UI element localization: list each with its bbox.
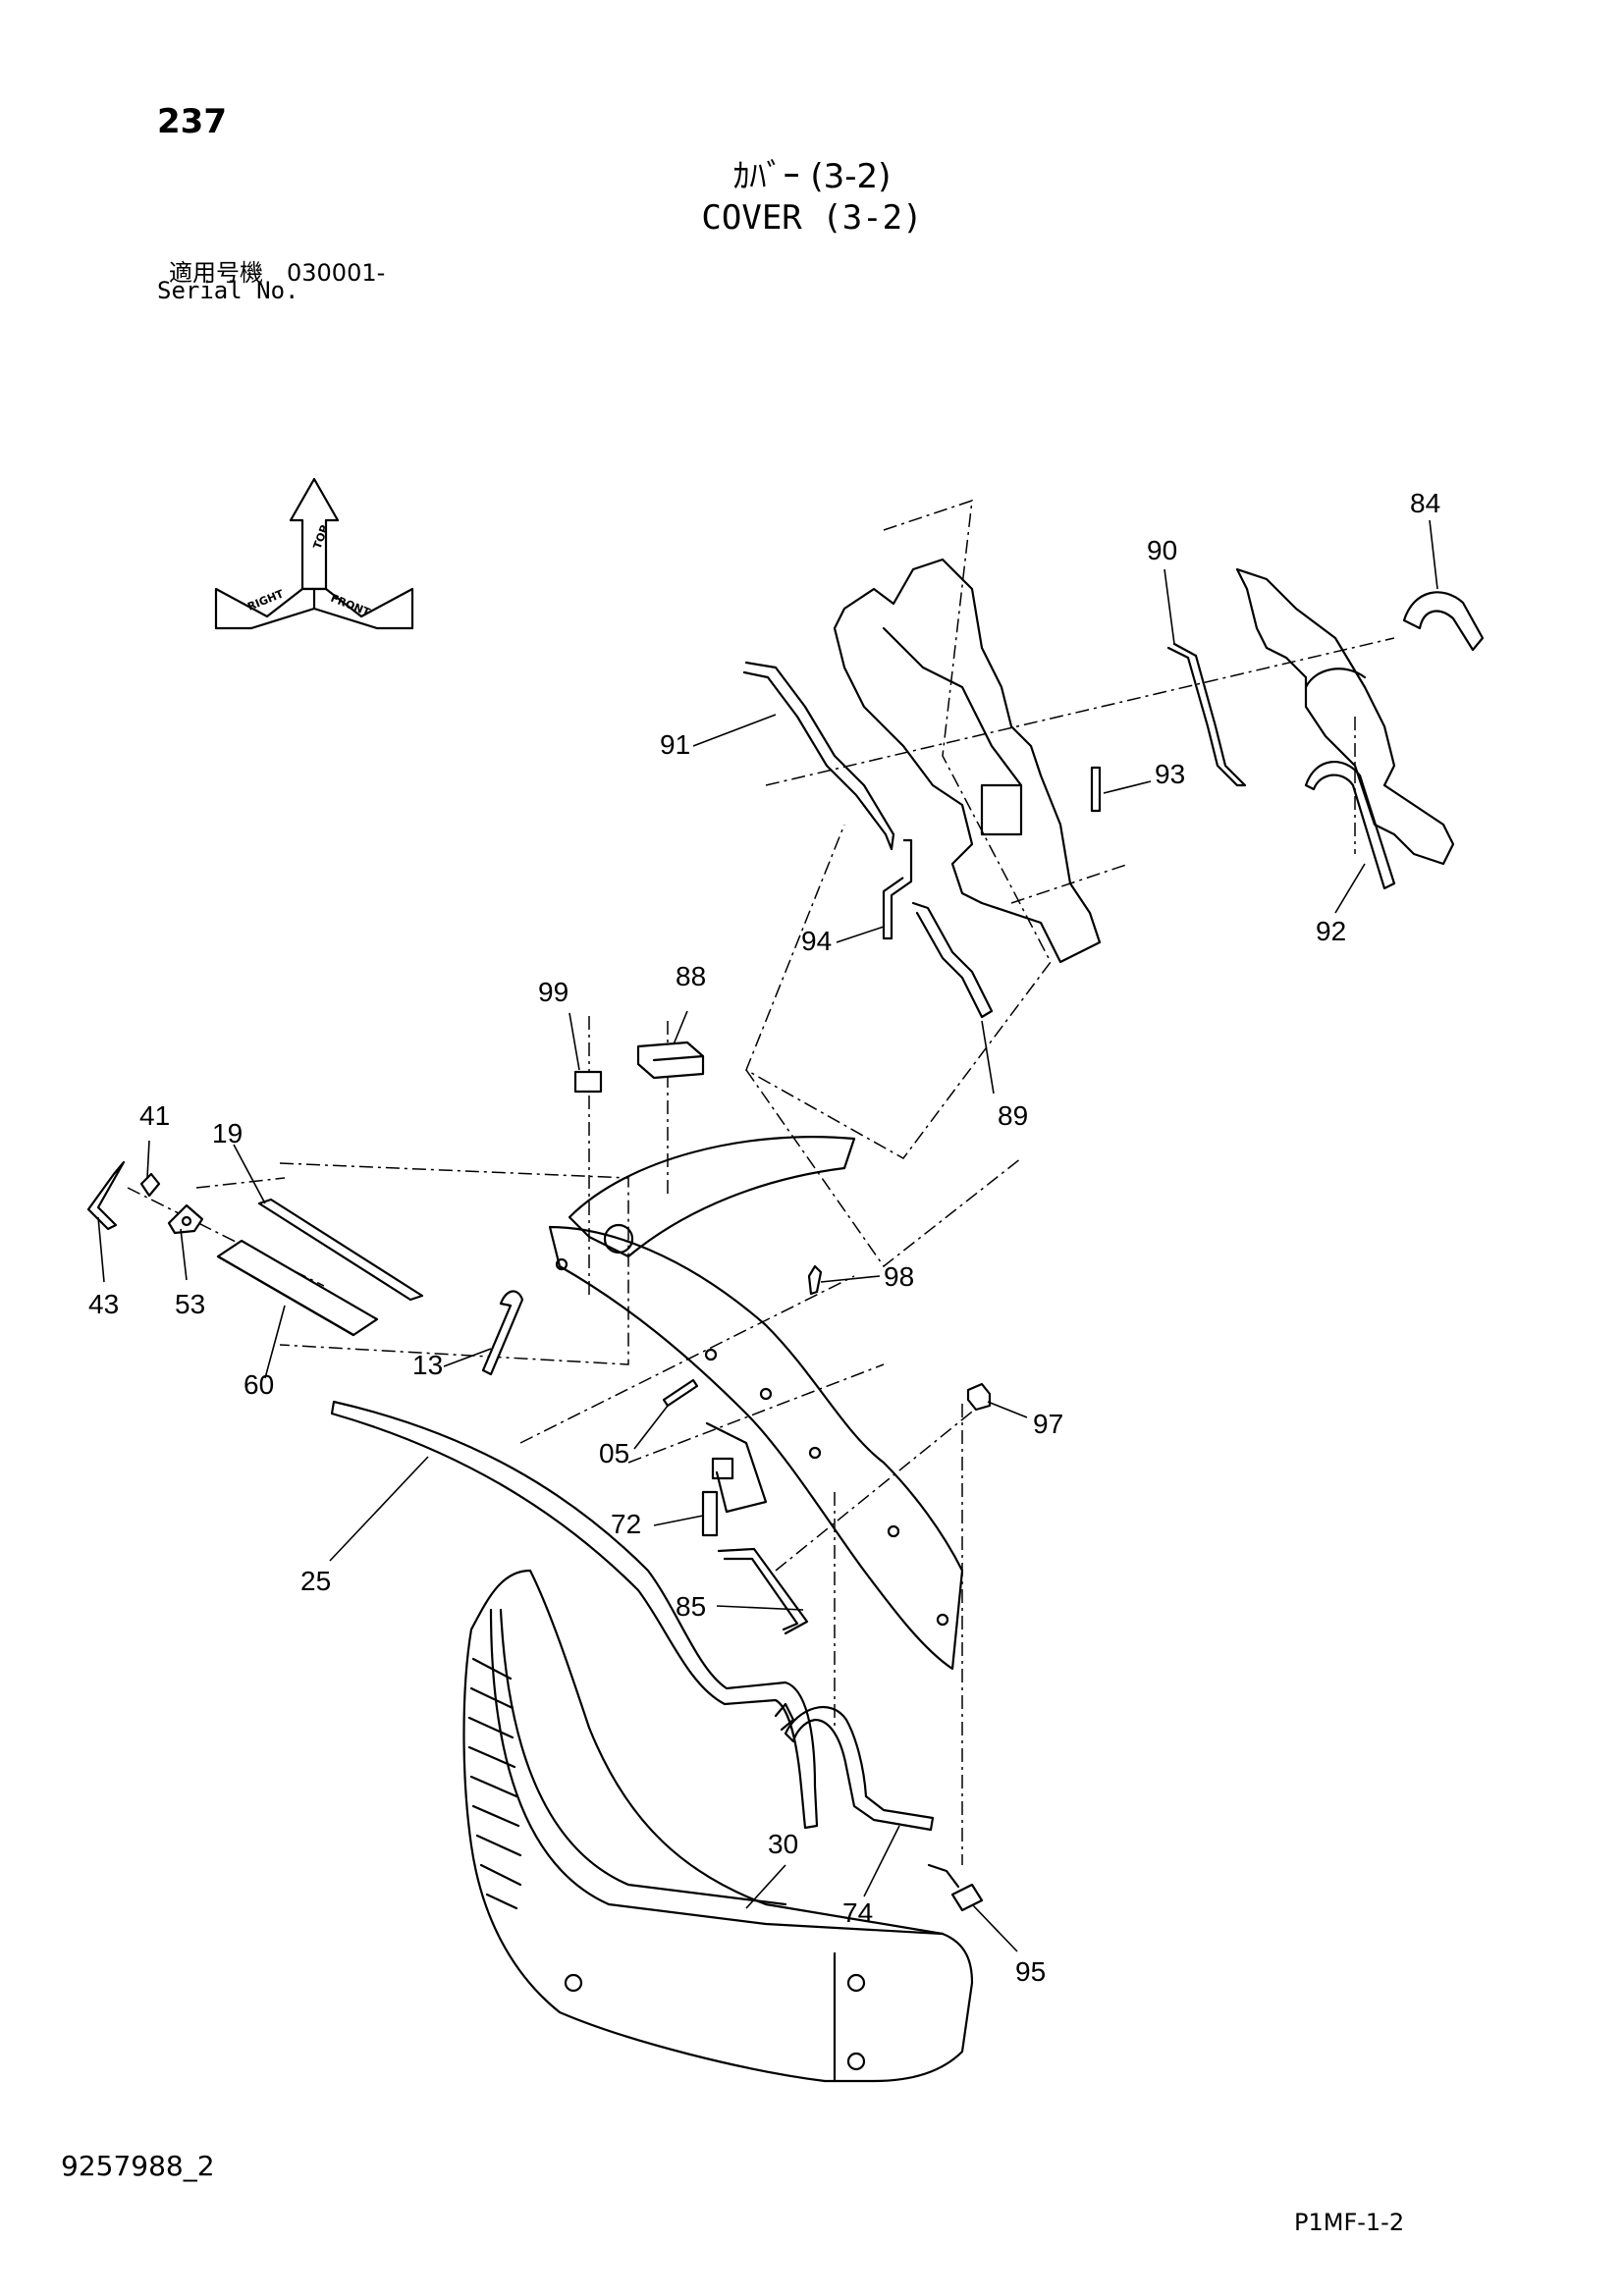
callout-30: 30 (768, 1829, 798, 1859)
callout-72: 72 (611, 1509, 641, 1539)
part-97-block (966, 1382, 992, 1412)
part-93-clip (1090, 766, 1102, 813)
callouts: 84 90 91 93 94 92 99 88 89 41 19 43 53 6… (88, 488, 1440, 1987)
callout-93: 93 (1155, 759, 1185, 789)
title-japanese: ｶﾊﾞｰ (3-2) (732, 157, 892, 196)
part-60-pad (216, 1239, 379, 1337)
callout-60: 60 (244, 1369, 274, 1400)
callout-98: 98 (884, 1261, 914, 1292)
leader-lines (97, 519, 1438, 1952)
document-id: 9257988_2 (61, 2150, 215, 2182)
callout-74: 74 (842, 1897, 873, 1928)
callout-85: 85 (676, 1591, 706, 1622)
part-72-block (701, 1490, 719, 1537)
part-19-strip (257, 1198, 424, 1302)
callout-05: 05 (599, 1438, 629, 1468)
part-53-mount (167, 1203, 204, 1235)
callout-90: 90 (1147, 535, 1177, 565)
orientation-indicator: TOP FRONT RIGHT (214, 477, 414, 630)
serial-label-english: Serial No. (157, 277, 299, 304)
part-94-bracket (882, 838, 913, 940)
callout-41: 41 (139, 1100, 170, 1131)
callout-84: 84 (1410, 488, 1440, 518)
part-95-clip (927, 1863, 984, 1912)
callout-19: 19 (212, 1118, 243, 1148)
page-number: 237 (157, 102, 227, 141)
part-74-seal (774, 1702, 935, 1832)
middle-cover-frame (548, 1136, 964, 1671)
callout-43: 43 (88, 1289, 119, 1319)
callout-89: 89 (998, 1100, 1028, 1131)
part-84-seal (1402, 591, 1485, 652)
part-13-strip (481, 1290, 524, 1376)
part-41-clip (139, 1172, 161, 1198)
callout-97: 97 (1033, 1409, 1063, 1439)
title-english: COVER (3-2) (701, 198, 923, 238)
sheet-id: P1MF-1-2 (1294, 2209, 1405, 2236)
part-99-clip (573, 1070, 603, 1094)
part-91-strip (742, 661, 895, 851)
callout-95: 95 (1015, 1956, 1046, 1987)
part-89-strip (911, 901, 994, 1019)
callout-13: 13 (412, 1350, 443, 1380)
reference-lines (127, 499, 1395, 1865)
callout-92: 92 (1316, 916, 1346, 946)
part-88-block (636, 1041, 705, 1080)
part-25-strip (330, 1400, 819, 1830)
part-30-main-cover (462, 1569, 974, 2083)
part-85-rod (717, 1547, 809, 1635)
part-90-strip (1166, 642, 1247, 787)
part-92-seal (1304, 761, 1396, 890)
callout-88: 88 (676, 961, 706, 991)
serial-label-japanese: 適用号機 030001- (169, 259, 386, 287)
callout-25: 25 (300, 1566, 331, 1596)
grille (467, 1657, 522, 1910)
upper-bracket-assembly (833, 558, 1455, 964)
part-05-strip (662, 1378, 699, 1408)
part-98-clip (807, 1264, 823, 1296)
callout-91: 91 (660, 729, 690, 760)
part-43-strip (86, 1160, 126, 1231)
callout-53: 53 (175, 1289, 205, 1319)
callout-99: 99 (538, 977, 568, 1007)
callout-94: 94 (801, 926, 832, 956)
